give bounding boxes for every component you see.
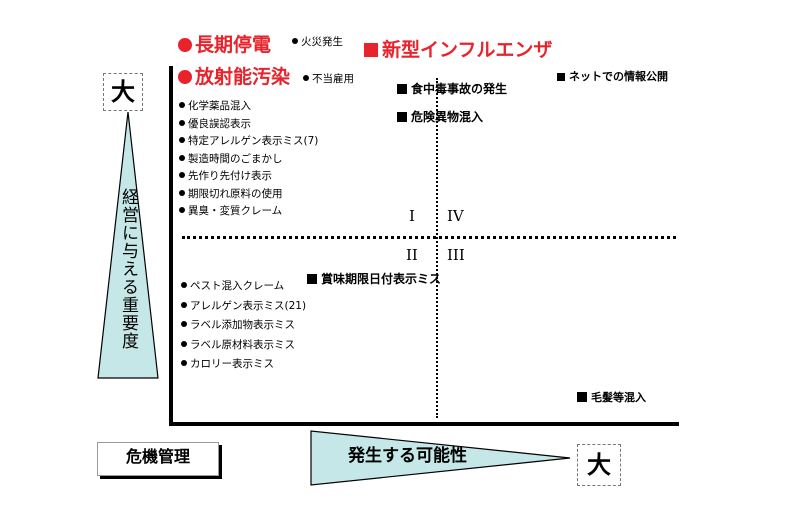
quadrant-horizontal-line	[182, 236, 676, 239]
bullet-dot-icon	[181, 301, 187, 308]
red-item-long-outage: 長期停電	[178, 36, 271, 55]
quadrant-2-label: II	[406, 246, 418, 264]
bullet-dot-icon	[181, 340, 187, 347]
square-bullet-icon	[397, 84, 407, 94]
bullet-dot-icon	[179, 207, 185, 213]
quadrant-4-label: IV	[447, 207, 464, 225]
x-axis-big-label: 大	[577, 444, 621, 486]
y-axis-label: 経営に与える重要度	[118, 188, 138, 350]
bullet-dot-icon	[179, 137, 185, 143]
red-square-icon	[364, 43, 378, 57]
list-item: ラベル添加物表示ミス	[181, 317, 306, 337]
left-upper-list: 化学薬品混入 優良誤認表示 特定アレルゲン表示ミス(7) 製造時間のごまかし 先…	[179, 98, 318, 221]
square-bullet-icon	[577, 392, 587, 402]
list-item: 異臭・変質クレーム	[179, 203, 318, 221]
list-item: ペスト混入クレーム	[181, 278, 306, 298]
bullet-dot-icon	[181, 282, 187, 288]
red-item-radiation: 放射能汚染	[178, 68, 290, 87]
bullet-dot-icon	[303, 75, 309, 81]
list-item: 期限切れ原料の使用	[179, 186, 318, 204]
quadrant-1-label: I	[409, 207, 415, 225]
x-axis-triangle	[310, 430, 571, 486]
red-dot-icon	[178, 38, 192, 52]
bullet-dot-icon	[179, 154, 185, 161]
quadrant-vertical-line	[436, 78, 438, 418]
list-item: 特定アレルゲン表示ミス(7)	[179, 133, 318, 151]
y-axis-triangle	[97, 112, 159, 379]
corner-label-box	[97, 442, 219, 476]
red-dot-icon	[178, 70, 192, 84]
list-item: 化学薬品混入	[179, 98, 318, 116]
item-hair: 毛髪等混入	[577, 392, 646, 403]
square-bullet-icon	[307, 274, 317, 284]
item-net-leak: ネットでの情報公開	[557, 71, 668, 82]
bullet-dot-icon	[179, 189, 185, 196]
item-food-poisoning: 食中毒事故の発生	[397, 83, 507, 95]
y-axis-big-label: 大	[103, 73, 143, 111]
item-misconduct: 不当雇用	[303, 74, 354, 85]
list-item: 優良誤認表示	[179, 116, 318, 134]
item-fire: 火災発生	[292, 37, 343, 48]
item-foreign-object: 危険異物混入	[397, 111, 483, 123]
bullet-dot-icon	[179, 102, 185, 108]
x-axis-label: 発生する可能性	[348, 446, 467, 466]
list-item: 先作り先付け表示	[179, 168, 318, 186]
list-item: 製造時間のごまかし	[179, 151, 318, 169]
square-bullet-icon	[397, 112, 407, 122]
quadrant-3-label: III	[447, 246, 465, 264]
list-item: ラベル原材料表示ミス	[181, 337, 306, 357]
corner-label: 危機管理	[125, 447, 190, 466]
list-item: アレルゲン表示ミス(21)	[181, 298, 306, 318]
bullet-dot-icon	[181, 360, 187, 366]
left-lower-list: ペスト混入クレーム アレルゲン表示ミス(21) ラベル添加物表示ミス ラベル原材…	[181, 278, 306, 376]
bullet-dot-icon	[179, 172, 185, 178]
x-axis-line	[169, 422, 679, 426]
bullet-dot-icon	[179, 119, 185, 126]
bullet-dot-icon	[292, 38, 298, 44]
square-bullet-icon	[557, 73, 565, 81]
list-item: カロリー表示ミス	[181, 356, 306, 376]
y-axis-line	[169, 66, 173, 426]
bullet-dot-icon	[181, 321, 187, 327]
red-item-new-flu: 新型インフルエンザ	[364, 41, 552, 60]
item-expiry-label: 賞味期限日付表示ミス	[307, 273, 441, 285]
